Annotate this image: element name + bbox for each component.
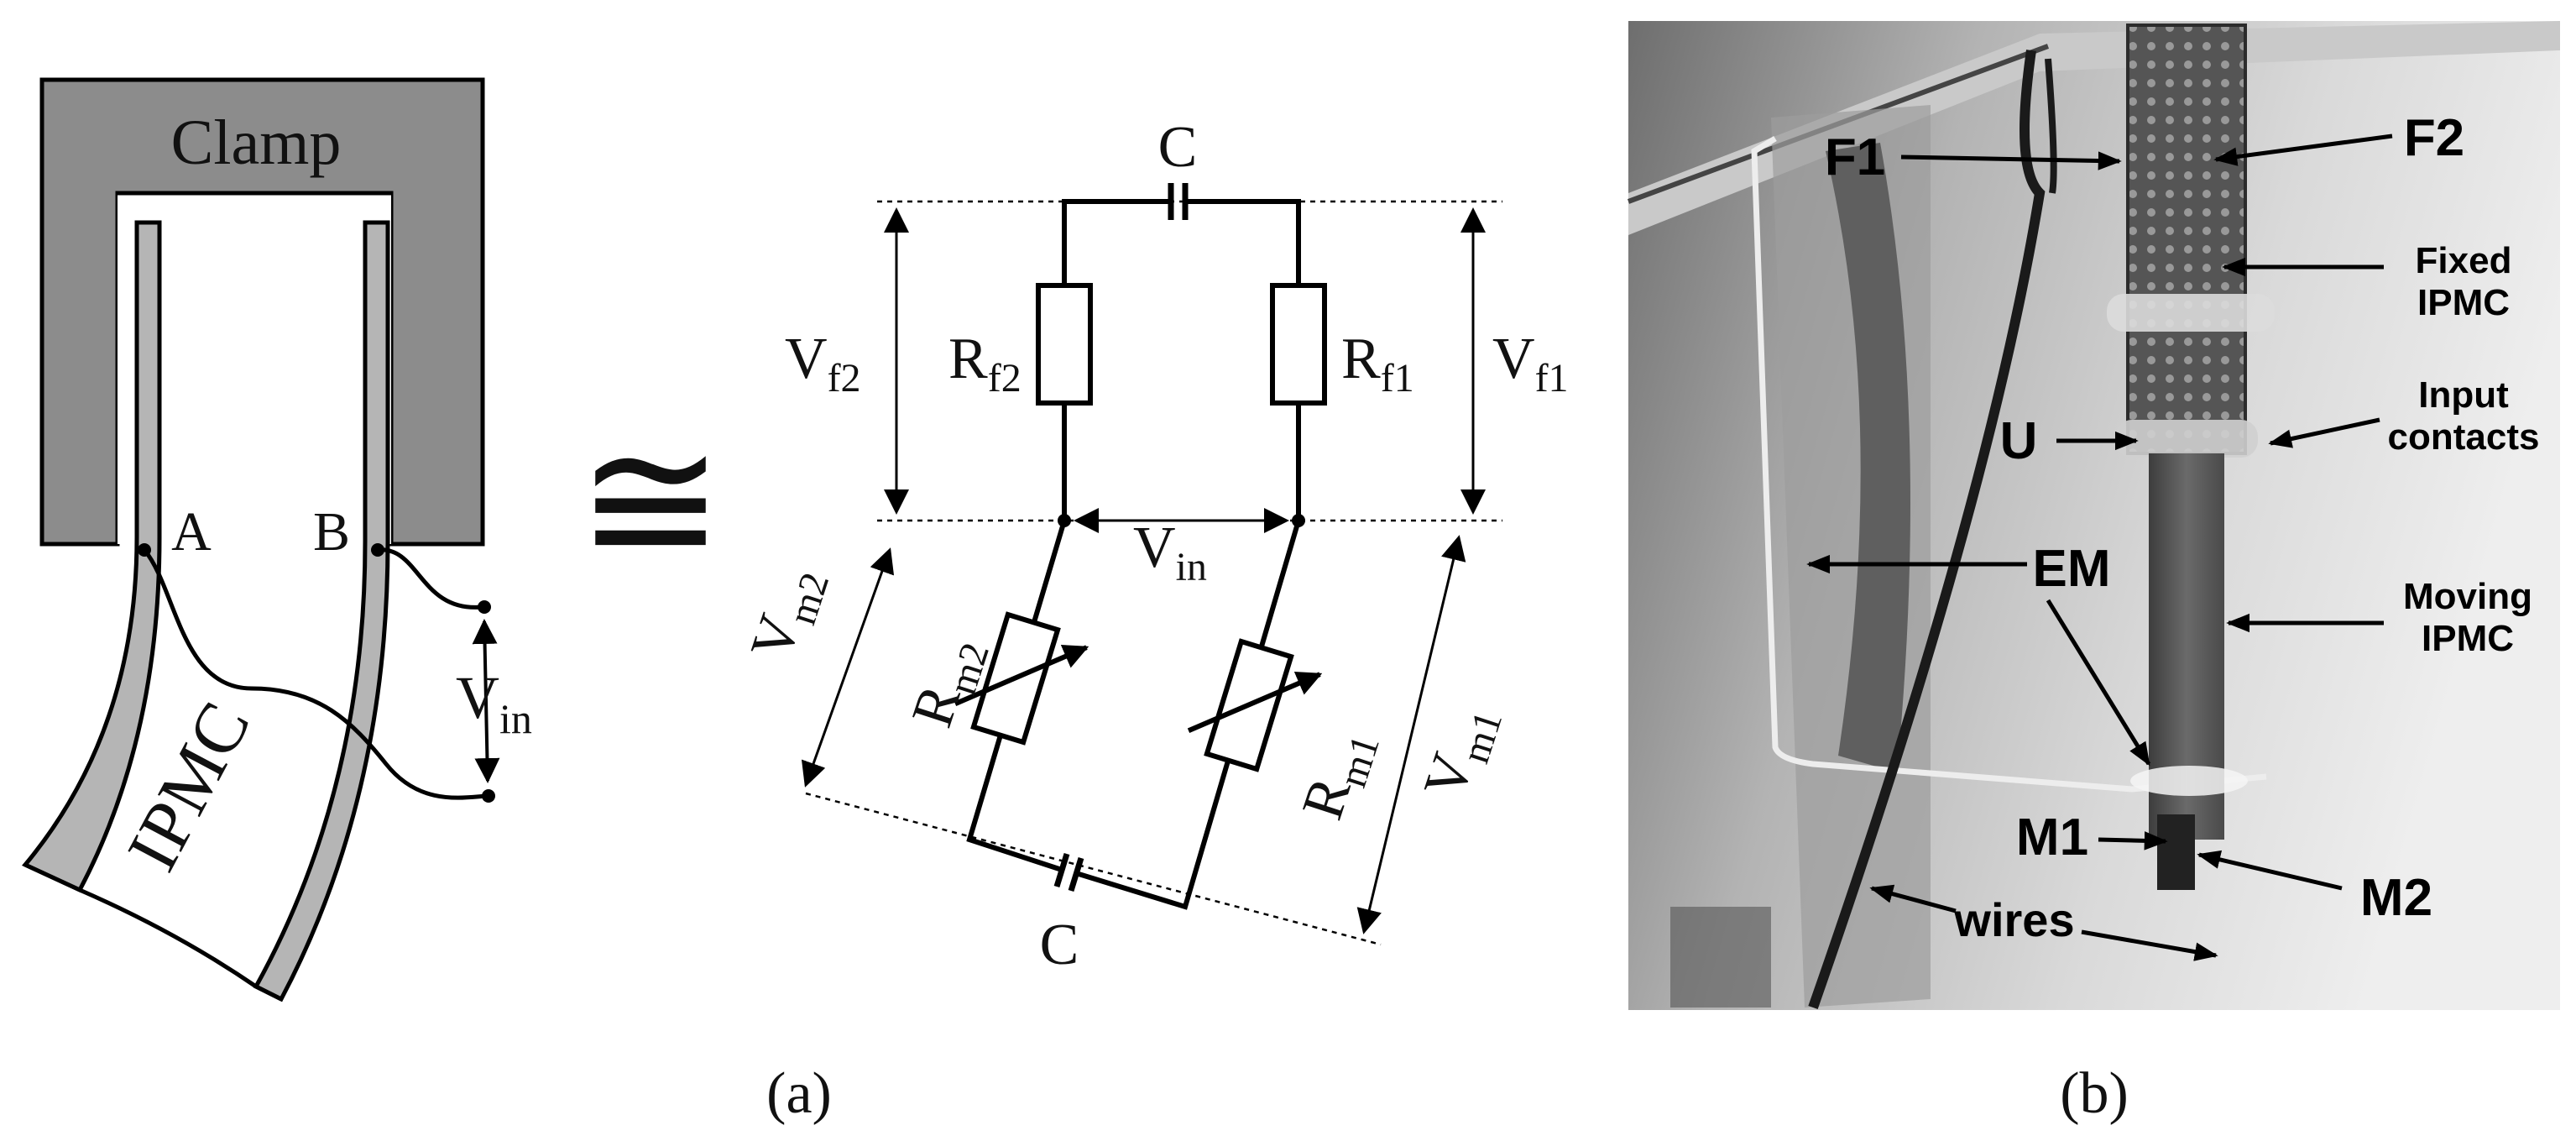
ipmc-strip-right-electrode [253, 220, 390, 1002]
point-a-label: A [171, 501, 212, 563]
caption-b: (b) [2060, 1061, 2129, 1126]
photo-panel [1627, 21, 2560, 1010]
label-wires: wires [1953, 893, 2074, 946]
label-u: U [2000, 412, 2038, 470]
label-f2: F2 [2404, 109, 2464, 167]
approx-equal-symbol: ≅ [577, 405, 724, 599]
vm1-arrow [1356, 535, 1466, 934]
label-em: EM [2033, 540, 2111, 598]
label-moving-2: IPMC [2422, 618, 2514, 659]
resistor-rf1 [1270, 283, 1327, 406]
cap-top-label: C [1158, 115, 1198, 180]
ipmc-clamp-drawing: Clamp IPMC A B Vin [21, 77, 532, 1002]
vin-circuit-label: Vin [1133, 516, 1207, 589]
label-moving-1: Moving [2403, 576, 2532, 617]
terminal-bottom [482, 789, 495, 803]
equivalent-circuit [801, 183, 1502, 946]
label-input-1: Input [2418, 374, 2509, 416]
label-fixed-1: Fixed [2416, 240, 2512, 281]
label-f1: F1 [1825, 128, 1885, 186]
label-m2: M2 [2360, 869, 2432, 927]
wire-from-b [377, 547, 483, 610]
resistor-rf2 [1036, 283, 1093, 406]
label-m1: M1 [2016, 809, 2088, 866]
vin-label: Vin [456, 664, 532, 742]
photo-em-wire [1751, 135, 2267, 793]
rf2-label: Rf2 [948, 327, 1022, 400]
cap-bottom-label: C [1040, 913, 1079, 977]
point-b-label: B [313, 501, 350, 563]
vm1-label: Vm1 [1412, 697, 1511, 809]
vm2-arrow [801, 547, 895, 788]
wire-from-a [143, 548, 488, 800]
clamp-label: Clamp [171, 107, 342, 178]
circuit-labels: C C Vf2 Rf2 Rf1 Vf1 Vin Vm2 Rm2 Rm1 Vm1 [739, 115, 1569, 977]
rm1-label: Rm1 [1290, 720, 1388, 830]
rf1-label: Rf1 [1341, 327, 1414, 400]
vin-arrow [472, 619, 500, 783]
label-input-2: contacts [2388, 416, 2540, 458]
ref-line-bottom [805, 792, 1382, 946]
vf2-label: Vf2 [785, 327, 861, 400]
vf1-label: Vf1 [1492, 327, 1569, 400]
terminal-top [478, 600, 491, 614]
label-fixed-2: IPMC [2417, 282, 2510, 323]
vm2-label: Vm2 [739, 558, 838, 671]
photo-wire-dark [1808, 50, 2046, 1009]
photo-labels: F1 F2 Fixed IPMC Input contacts U EM Mov… [1825, 109, 2540, 946]
caption-a: (a) [766, 1061, 832, 1126]
photo-annotation-arrows [1806, 133, 2393, 961]
photo-fixed-ipmc [2126, 24, 2247, 455]
